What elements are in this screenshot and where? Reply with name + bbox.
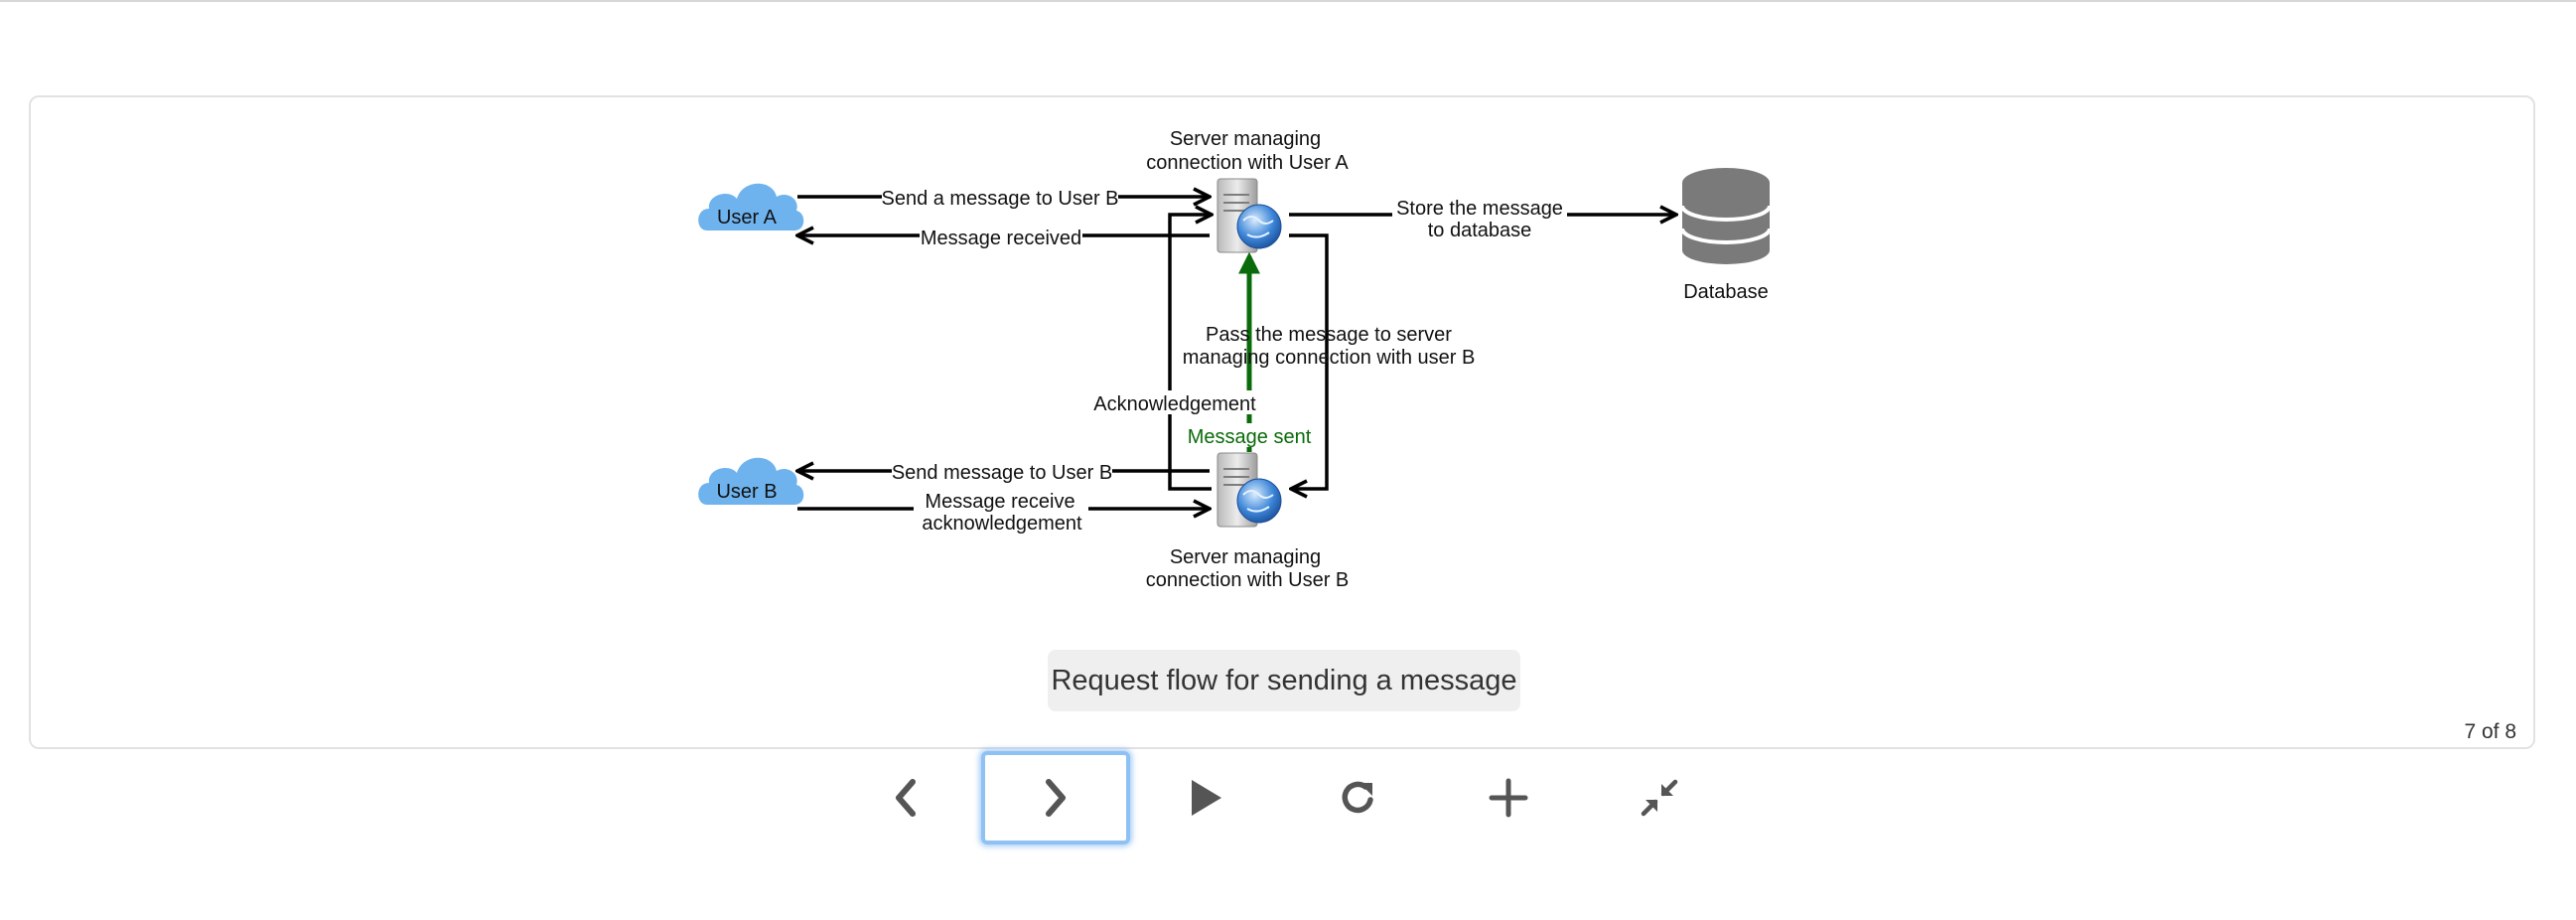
reload-icon: [1342, 781, 1373, 814]
edge-acknowledgement: [1168, 215, 1212, 491]
server-a-label-line1: Server managing: [1170, 128, 1321, 150]
user-a-label: User A: [717, 207, 778, 229]
edge-label-message-received: Message received: [921, 228, 1081, 249]
edge-label-bg: [920, 225, 1082, 248]
edge-label-pass-line2: managing connection with user B: [1183, 347, 1476, 369]
play-icon: [1192, 780, 1221, 816]
collapse-icon: [1641, 779, 1678, 817]
edge-label-store-line2: to database: [1428, 220, 1532, 241]
reload-button[interactable]: [1283, 751, 1432, 844]
next-button[interactable]: [981, 751, 1130, 844]
edge-label-send-message-to-user-b: Send message to User B: [892, 462, 1112, 484]
user-a-cloud-icon: [698, 183, 804, 230]
add-button[interactable]: [1434, 751, 1583, 844]
chevron-right-icon: [1046, 779, 1066, 817]
database-icon: [1680, 168, 1772, 264]
database-label: Database: [1683, 281, 1769, 303]
server-b-icon: [1216, 452, 1282, 528]
slide-frame: [29, 95, 2535, 749]
user-b-label: User B: [716, 481, 777, 503]
top-divider: [0, 0, 2576, 2]
edge-server-a-to-server-b: [1289, 233, 1329, 489]
edge-label-pass-line1: Pass the message to server: [1206, 324, 1452, 346]
user-b-cloud-icon: [698, 457, 804, 505]
edge-label-acknowledgement: Acknowledgement: [1093, 393, 1256, 415]
previous-button[interactable]: [831, 751, 980, 844]
edge-label-bg: [914, 486, 1088, 534]
edge-label-bg: [1092, 390, 1255, 414]
slide-counter: 7 of 8: [2464, 720, 2516, 743]
edge-label-receive-ack-line1: Message receive: [925, 491, 1074, 513]
server-a-label-line2: connection with User A: [1146, 152, 1349, 174]
chevron-left-icon: [896, 779, 916, 817]
edge-label-send-to-user-b: Send a message to User B: [881, 188, 1118, 210]
server-b-label-line1: Server managing: [1170, 546, 1321, 568]
server-b-label-line2: connection with User B: [1146, 569, 1350, 591]
edge-label-message-sent: Message sent: [1188, 426, 1312, 448]
edge-label-bg: [882, 185, 1118, 209]
collapse-button[interactable]: [1585, 751, 1734, 844]
edge-label-bg: [1392, 194, 1567, 243]
edge-label-store-line1: Store the message: [1396, 198, 1563, 220]
edge-label-bg: [1186, 423, 1315, 447]
play-button[interactable]: [1132, 751, 1281, 844]
server-a-icon: [1216, 178, 1282, 253]
plus-icon: [1489, 778, 1528, 818]
edge-label-bg: [892, 460, 1112, 484]
edge-label-receive-ack-line2: acknowledgement: [922, 513, 1082, 535]
slide-caption: Request flow for sending a message: [1048, 650, 1520, 711]
